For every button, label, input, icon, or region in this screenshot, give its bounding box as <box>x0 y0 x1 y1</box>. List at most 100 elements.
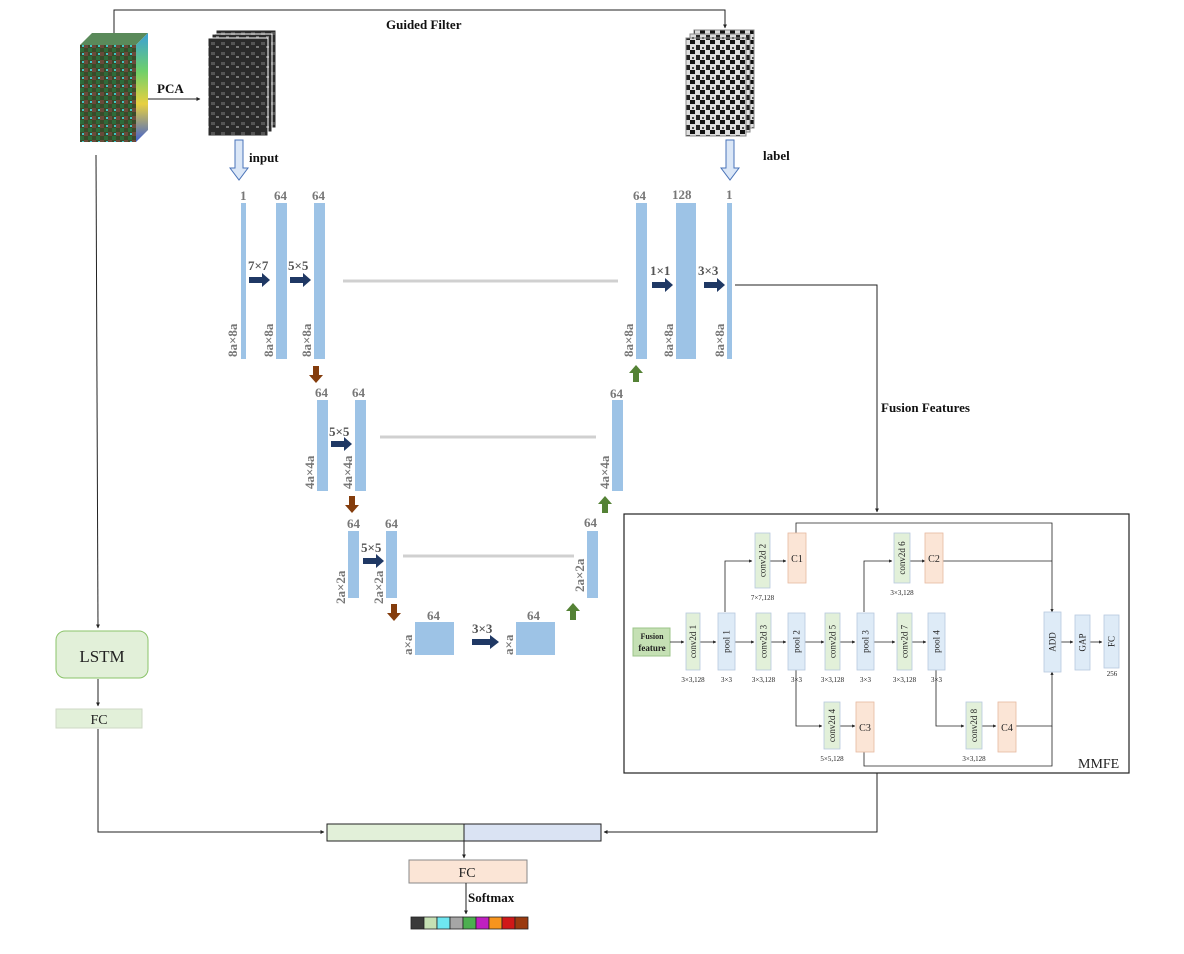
class-color-swatch <box>449 916 464 930</box>
class-color-swatch <box>462 916 477 930</box>
mmfe-conv8-label: conv2d 8 <box>969 708 979 742</box>
class-color-swatch <box>410 916 425 930</box>
layer-enc1-b <box>314 203 325 359</box>
ch-enc1-input: 1 <box>240 188 247 203</box>
mmfe-pool4-label: pool 4 <box>932 630 942 653</box>
class-color-swatch <box>501 916 516 930</box>
mmfe-conv3-box <box>755 612 772 671</box>
down-arrow-3 <box>387 604 401 621</box>
ch-enc1-b: 64 <box>312 188 326 203</box>
layer-enc3-a <box>348 531 359 598</box>
hsi-cube-image <box>80 33 148 142</box>
hsi-to-lstm-connector <box>95 154 100 629</box>
dim-dec1-a: 8a×8a <box>621 323 636 357</box>
label-image-stack <box>685 29 755 137</box>
mmfe-c2-label: C2 <box>928 554 940 565</box>
guided-filter-label: Guided Filter <box>386 17 462 32</box>
lstm-fc-to-concat-connector <box>97 729 325 834</box>
label-label: label <box>763 148 790 163</box>
conv-arrow-2 <box>290 273 311 287</box>
mmfe-conv1-label: conv2d 1 <box>688 625 698 658</box>
mmfe-pool2-label: pool 2 <box>792 630 802 653</box>
conv-arrow-1 <box>249 273 270 287</box>
mmfe-conv7-box <box>896 612 913 671</box>
layer-dec3 <box>587 531 598 598</box>
op-enc3: 5×5 <box>361 540 382 555</box>
conv-arrow-5 <box>472 635 499 649</box>
softmax-label: Softmax <box>468 890 515 905</box>
mmfe-conv5-box <box>824 612 841 671</box>
mmfe-pool3-label: pool 3 <box>861 630 871 653</box>
layer-enc2-b <box>355 400 366 491</box>
ch-bottom-b: 64 <box>527 608 541 623</box>
mmfe-c3-box <box>855 701 875 753</box>
mmfe-conv5-param: 3×3,128 <box>821 676 845 684</box>
mmfe-conv8-box <box>965 701 983 750</box>
skip-connections <box>343 279 618 558</box>
label-arrow <box>720 139 740 181</box>
mmfe-c2-box <box>924 532 944 584</box>
mmfe-add-label: ADD <box>1048 632 1058 652</box>
layer-bottom-a <box>415 622 454 655</box>
mmfe-conv2-label: conv2d 2 <box>758 544 768 577</box>
op-enc1-b: 5×5 <box>288 258 309 273</box>
ch-enc2-b: 64 <box>352 385 366 400</box>
dim-enc1-input: 8a×8a <box>225 323 240 357</box>
op-dec1-a: 1×1 <box>650 263 670 278</box>
conv-arrows <box>249 273 725 649</box>
mmfe-to-concat-connector <box>603 773 878 834</box>
fusion-features-connector <box>735 284 879 513</box>
mmfe-add-box <box>1043 611 1062 673</box>
mmfe-connectors <box>670 522 1103 767</box>
unet-layers <box>241 203 732 655</box>
up-arrow-3 <box>629 365 643 382</box>
dim-bottom-b: a×a <box>501 634 516 655</box>
dim-enc1-b: 8a×8a <box>299 323 314 357</box>
layer-bottom-b <box>516 622 555 655</box>
lstm-box <box>55 630 149 679</box>
mmfe-conv7-param: 3×3,128 <box>893 676 917 684</box>
mmfe-conv6-box <box>893 532 911 584</box>
mmfe-c4-box <box>997 701 1017 753</box>
mmfe-pool3-box <box>856 612 875 671</box>
mmfe-pool4-box <box>927 612 946 671</box>
class-color-swatch <box>423 916 438 930</box>
layer-dec2 <box>612 400 623 491</box>
mmfe-c1-box <box>787 532 807 584</box>
lstm-fc-label: FC <box>90 713 107 728</box>
dim-dec3: 2a×2a <box>572 558 587 592</box>
class-color-swatch <box>488 916 503 930</box>
down-arrow-2 <box>345 496 359 513</box>
up-arrow-2 <box>598 496 612 513</box>
fusion-features-label: Fusion Features <box>881 400 970 415</box>
mmfe-conv3-param: 3×3,128 <box>752 676 776 684</box>
ch-enc3-a: 64 <box>347 516 361 531</box>
mmfe-c4-label: C4 <box>1001 723 1013 734</box>
mmfe-pool4-param: 3×3 <box>931 676 942 684</box>
input-arrow <box>229 139 249 181</box>
conv-arrow-6 <box>652 278 673 292</box>
layer-dec1-b <box>676 203 696 359</box>
mmfe-conv6-param: 3×3,128 <box>890 589 914 597</box>
mmfe-pool3-param: 3×3 <box>860 676 871 684</box>
dim-enc3-a: 2a×2a <box>333 570 348 604</box>
mmfe-fc-box <box>1103 614 1120 669</box>
pca-image-stack <box>207 29 277 137</box>
concat-lstm-part <box>326 823 465 842</box>
conv-arrow-3 <box>331 437 352 451</box>
ch-dec1-a: 64 <box>633 188 647 203</box>
mmfe-fc-label: FC <box>1107 636 1117 647</box>
dim-enc3-b: 2a×2a <box>371 570 386 604</box>
guided-filter-connector <box>113 9 727 33</box>
input-label: input <box>249 150 279 165</box>
dim-enc2-b: 4a×4a <box>340 455 355 489</box>
dim-enc2-a: 4a×4a <box>302 455 317 489</box>
op-enc1-a: 7×7 <box>248 258 269 273</box>
mmfe-conv2-param: 7×7,128 <box>751 594 775 602</box>
mmfe-conv8-param: 3×3,128 <box>962 755 986 763</box>
concat-mmfe-part <box>463 823 602 842</box>
layer-enc3-b <box>386 531 397 598</box>
dim-dec1-b: 8a×8a <box>661 323 676 357</box>
